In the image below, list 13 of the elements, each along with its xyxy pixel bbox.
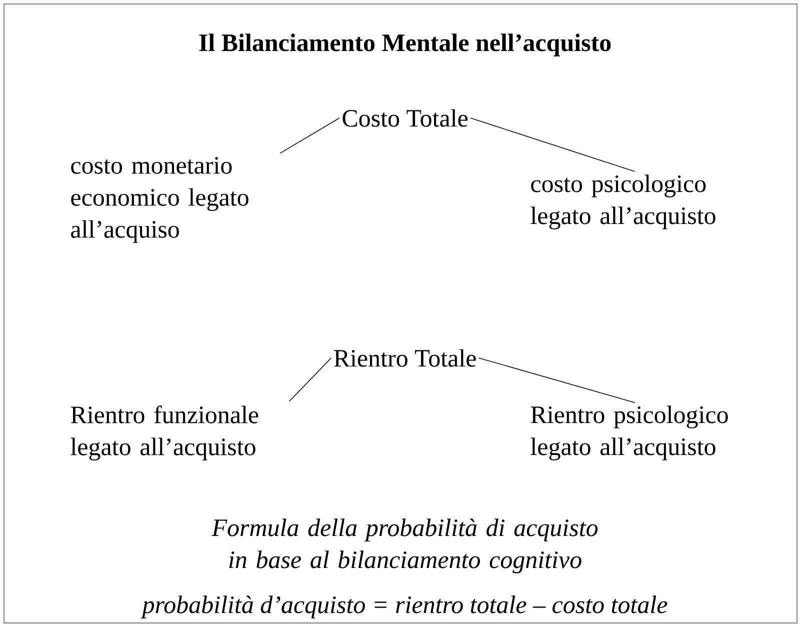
connector-line — [289, 358, 332, 402]
connector-line — [470, 118, 636, 172]
caption-text: Formula della probabilità di acquisto in base al bilanciamento cognitivo — [212, 518, 598, 574]
item-text: Rientro funzionale legato all’acquisto — [70, 406, 258, 460]
item-text: costo monetario economico legato all’acquiso — [71, 157, 248, 243]
connector-line — [478, 358, 636, 403]
connector-line — [280, 118, 340, 154]
heading-text: Costo Totale — [342, 109, 468, 127]
heading-text: Rientro Totale — [334, 349, 476, 367]
item-text: costo psicologico legato all’acquisto — [530, 174, 716, 230]
formula-text: probabilità d’acquisto = rientro totale – costo totale — [140, 596, 668, 618]
title: Il Bilanciamento Mentale nell’acquisto — [199, 34, 611, 56]
item-text: Rientro psicologico legato all’acquisto — [530, 406, 728, 460]
